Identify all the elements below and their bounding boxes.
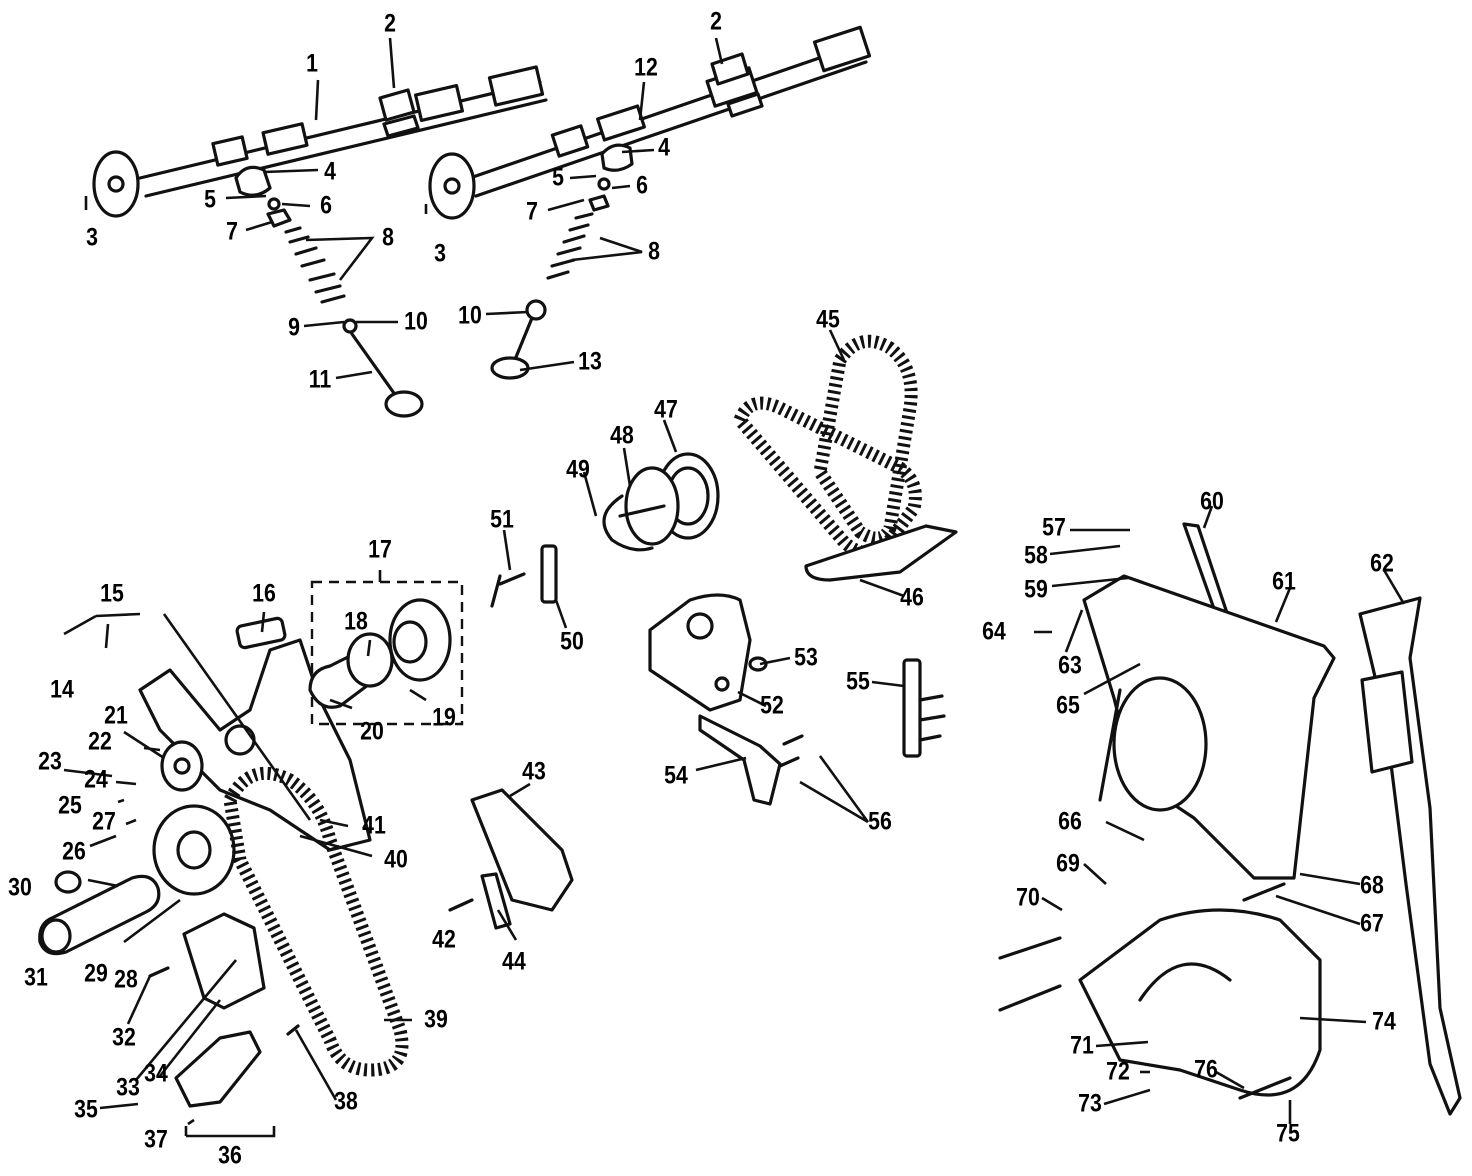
lower-timing-group — [38, 580, 574, 1138]
callout-33: 33 — [116, 1073, 140, 1102]
callout-6: 6 — [636, 171, 648, 200]
callout-47: 47 — [654, 395, 678, 424]
callout-5: 5 — [204, 185, 216, 214]
callout-61: 61 — [1272, 567, 1296, 596]
callout-76: 76 — [1194, 1055, 1218, 1084]
callout-43: 43 — [522, 757, 546, 786]
callout-11: 11 — [308, 365, 332, 394]
callout-72: 72 — [1106, 1057, 1130, 1086]
callout-40: 40 — [384, 845, 408, 874]
callout-24: 24 — [84, 765, 108, 794]
callout-4: 4 — [658, 133, 670, 162]
callout-28: 28 — [114, 965, 138, 994]
callout-12: 12 — [634, 53, 658, 82]
callout-55: 55 — [846, 667, 870, 696]
front-cover-group — [998, 522, 1462, 1116]
callout-41: 41 — [362, 811, 386, 840]
callout-60: 60 — [1200, 487, 1224, 516]
callout-17: 17 — [368, 535, 392, 564]
callout-56: 56 — [868, 807, 892, 836]
callout-68: 68 — [1360, 871, 1384, 900]
callout-25: 25 — [58, 791, 82, 820]
callout-15: 15 — [100, 579, 124, 608]
callout-13: 13 — [578, 347, 602, 376]
callout-23: 23 — [38, 747, 62, 776]
camshaft-right — [428, 25, 872, 220]
callout-62: 62 — [1370, 549, 1394, 578]
callout-21: 21 — [104, 701, 128, 730]
callout-44: 44 — [502, 947, 526, 976]
callout-73: 73 — [1078, 1089, 1102, 1118]
valve-train-left — [234, 165, 424, 418]
callout-2: 2 — [384, 9, 396, 38]
callout-1: 1 — [306, 49, 318, 78]
callout-42: 42 — [432, 925, 456, 954]
leader-lines — [63, 37, 1406, 1126]
callout-16: 16 — [252, 579, 276, 608]
callout-8: 8 — [648, 237, 660, 266]
callout-37: 37 — [144, 1125, 168, 1154]
callout-32: 32 — [112, 1023, 136, 1052]
callout-26: 26 — [62, 837, 86, 866]
callout-70: 70 — [1016, 883, 1040, 912]
callout-7: 7 — [226, 217, 238, 246]
callout-35: 35 — [74, 1095, 98, 1124]
callout-39: 39 — [424, 1005, 448, 1034]
callout-7: 7 — [526, 197, 538, 226]
callout-3: 3 — [86, 223, 98, 252]
bracket-52 — [648, 593, 768, 712]
callout-66: 66 — [1058, 807, 1082, 836]
callout-29: 29 — [84, 959, 108, 988]
callout-3: 3 — [434, 239, 446, 268]
callout-38: 38 — [334, 1087, 358, 1116]
callout-14: 14 — [50, 675, 74, 704]
callout-46: 46 — [900, 583, 924, 612]
callout-50: 50 — [560, 627, 584, 656]
callout-59: 59 — [1024, 575, 1048, 604]
callout-5: 5 — [552, 163, 564, 192]
callout-18: 18 — [344, 607, 368, 636]
callout-65: 65 — [1056, 691, 1080, 720]
callout-2: 2 — [710, 7, 722, 36]
callout-31: 31 — [24, 963, 48, 992]
callout-6: 6 — [320, 191, 332, 220]
callout-10: 10 — [404, 307, 428, 336]
callout-75: 75 — [1276, 1119, 1300, 1148]
callout-51: 51 — [490, 505, 514, 534]
callout-71: 71 — [1070, 1031, 1094, 1060]
callout-57: 57 — [1042, 513, 1066, 542]
callout-49: 49 — [566, 455, 590, 484]
callout-20: 20 — [360, 717, 384, 746]
callout-22: 22 — [88, 727, 112, 756]
callout-9: 9 — [288, 313, 300, 342]
callout-52: 52 — [760, 691, 784, 720]
callout-67: 67 — [1360, 909, 1384, 938]
callout-48: 48 — [610, 421, 634, 450]
cam-sprocket-assembly — [602, 452, 720, 552]
callout-58: 58 — [1024, 541, 1048, 570]
bracket-54-55-56 — [698, 658, 946, 806]
callout-19: 19 — [432, 703, 456, 732]
callout-69: 69 — [1056, 849, 1080, 878]
callout-45: 45 — [816, 305, 840, 334]
bolt-and-plate-50-51 — [490, 544, 558, 608]
callout-4: 4 — [324, 157, 336, 186]
callout-8: 8 — [382, 223, 394, 252]
callout-27: 27 — [92, 807, 116, 836]
upper-timing-chain — [732, 334, 958, 582]
camshaft-left — [92, 65, 548, 218]
callout-34: 34 — [144, 1059, 168, 1088]
callout-36: 36 — [218, 1141, 242, 1170]
callout-63: 63 — [1058, 651, 1082, 680]
callout-64: 64 — [982, 617, 1006, 646]
callout-30: 30 — [8, 873, 32, 902]
callout-53: 53 — [794, 643, 818, 672]
callout-10: 10 — [458, 301, 482, 330]
callout-54: 54 — [664, 761, 688, 790]
callout-74: 74 — [1372, 1007, 1396, 1036]
